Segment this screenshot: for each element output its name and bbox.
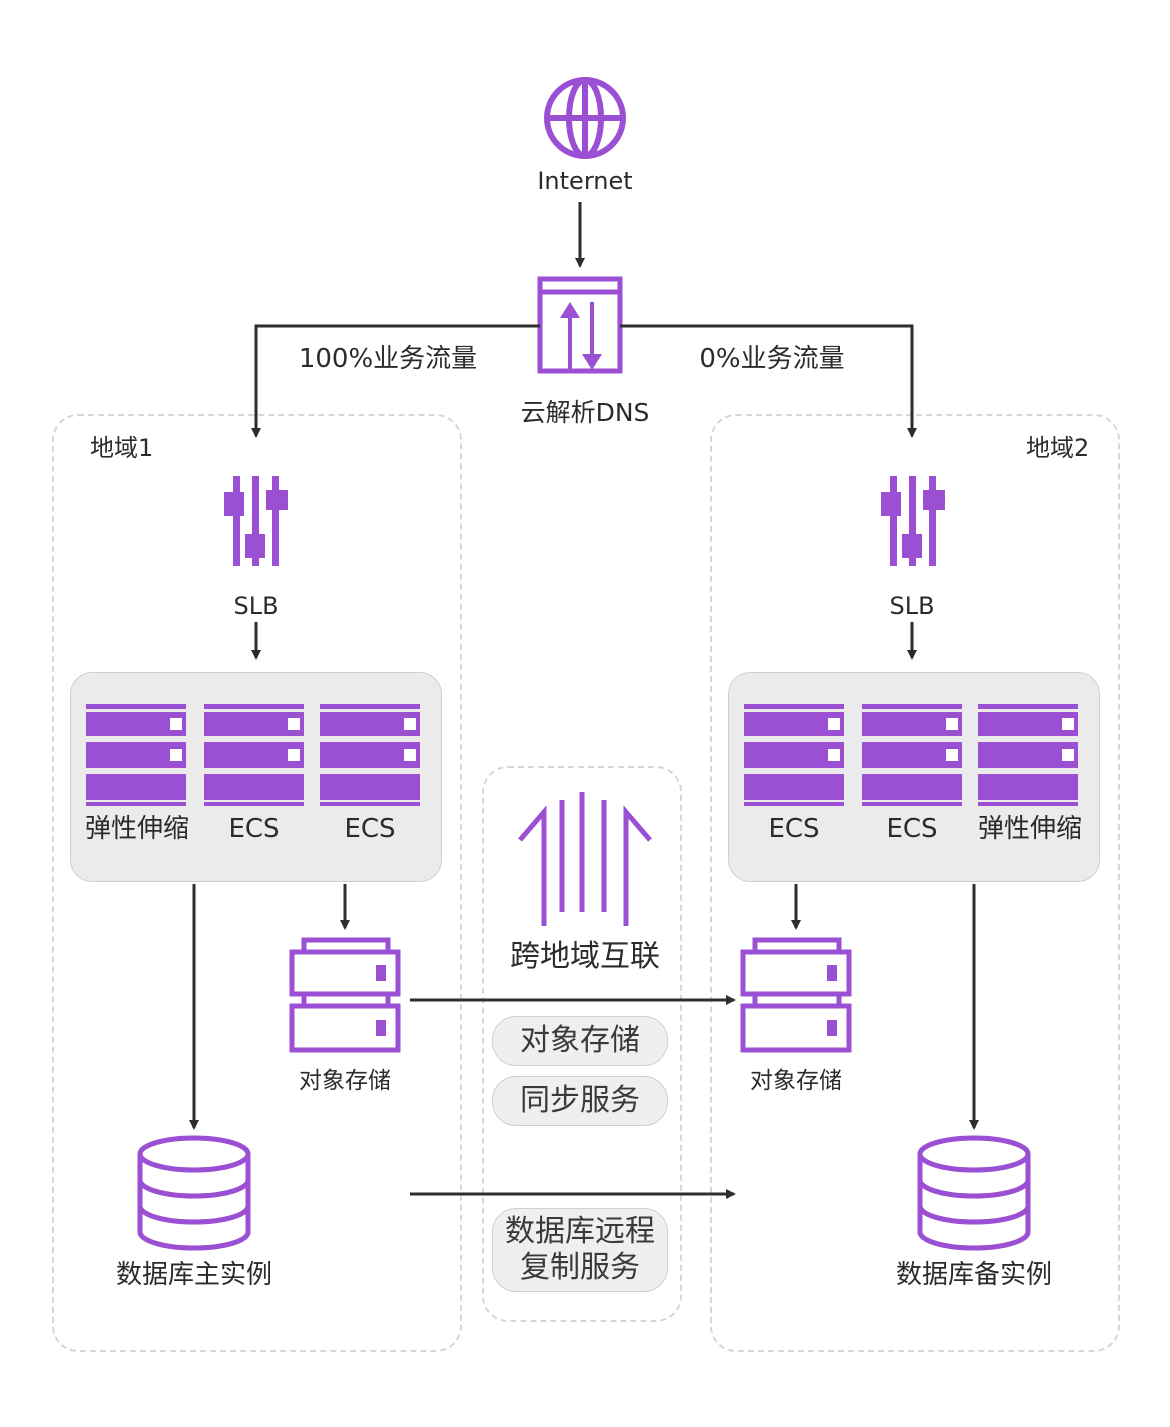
interconnect-container: [482, 766, 682, 1322]
interconnect-label: 跨地域互联: [510, 939, 660, 974]
region1-title: 地域1: [90, 434, 154, 462]
storage-icon-region1: [289, 937, 401, 1053]
region2-container: [710, 414, 1120, 1352]
slb-icon-region1: [224, 476, 288, 566]
interconnect-icon: [518, 792, 652, 926]
region2-slb-label: SLB: [889, 592, 935, 620]
storage-sync-line1: 对象存储: [520, 1023, 640, 1058]
storage-icon-region2: [740, 937, 852, 1053]
database-icon-region1: [137, 1135, 251, 1251]
region1-server-label-3: ECS: [344, 814, 396, 844]
globe-icon: [544, 77, 626, 159]
traffic-left-label: 100%业务流量: [298, 344, 478, 374]
db-replication-line2: 复制服务: [520, 1250, 640, 1285]
server-icon-r2-2: [862, 704, 962, 806]
dns-icon: [537, 276, 623, 374]
region2-server-label-3: 弹性伸缩: [977, 814, 1083, 844]
database-icon-region2: [917, 1135, 1031, 1251]
server-icon-r1-3: [320, 704, 420, 806]
slb-icon-region2: [881, 476, 945, 566]
traffic-right-label: 0%业务流量: [699, 344, 845, 374]
internet-label: Internet: [537, 167, 633, 195]
storage-sync-pill-1: 对象存储: [492, 1016, 668, 1066]
arrow-dns-region1: [251, 324, 540, 438]
region1-server-label-1: 弹性伸缩: [84, 814, 190, 844]
region1-database-label: 数据库主实例: [115, 1260, 273, 1290]
dns-label: 云解析DNS: [520, 398, 650, 427]
db-replication-line1: 数据库远程: [505, 1214, 655, 1249]
server-icon-r2-1: [744, 704, 844, 806]
server-icon-r1-1: [86, 704, 186, 806]
region2-database-label: 数据库备实例: [895, 1260, 1053, 1290]
region1-storage-label: 对象存储: [299, 1068, 391, 1094]
db-replication-pill: 数据库远程 复制服务: [492, 1208, 668, 1292]
region2-server-label-2: ECS: [886, 814, 938, 844]
region2-storage-label: 对象存储: [750, 1068, 842, 1094]
region2-title: 地域2: [1026, 434, 1090, 462]
server-icon-r1-2: [204, 704, 304, 806]
arrow-dns-region2: [620, 324, 917, 438]
storage-sync-line2: 同步服务: [520, 1083, 640, 1118]
storage-sync-pill-2: 同步服务: [492, 1076, 668, 1126]
region2-server-label-1: ECS: [768, 814, 820, 844]
region1-slb-label: SLB: [233, 592, 279, 620]
region1-server-label-2: ECS: [228, 814, 280, 844]
server-icon-r2-3: [978, 704, 1078, 806]
